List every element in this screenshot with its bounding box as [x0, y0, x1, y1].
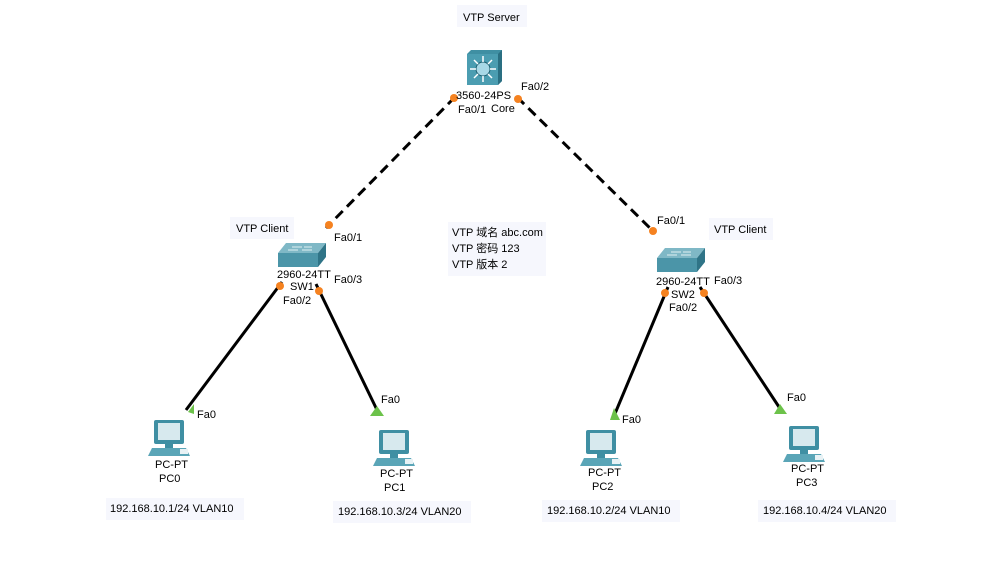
device-pc2[interactable]: PC-PT PC2 — [580, 430, 622, 493]
ip-note: 192.168.10.1/24 VLAN10 — [110, 503, 234, 515]
vtp-info-line: VTP 密码 123 — [452, 241, 520, 255]
device-name: PC2 — [592, 481, 613, 493]
port-markers — [188, 94, 787, 420]
device-model: 3560-24PS — [456, 90, 511, 102]
device-model: PC-PT — [588, 467, 621, 479]
port-label: Fa0/3 — [334, 274, 362, 286]
port-up-icon — [610, 408, 620, 420]
links — [184, 95, 783, 417]
device-core[interactable]: Core 3560-24PS — [456, 50, 515, 115]
vtp-info-line: VTP 域名 abc.com — [452, 225, 543, 239]
vtp-client-note-right: VTP Client — [714, 224, 766, 236]
port-label: Fa0/3 — [714, 275, 742, 287]
port-label: Fa0/1 — [458, 104, 486, 116]
link-core-sw1[interactable] — [324, 95, 457, 230]
port-status-icon — [276, 282, 284, 290]
vtp-client-note-left: VTP Client — [236, 223, 288, 235]
port-label: Fa0/1 — [334, 232, 362, 244]
port-label: Fa0 — [197, 409, 216, 421]
device-name: PC1 — [384, 482, 405, 494]
device-name: Core — [491, 103, 515, 115]
port-status-icon — [450, 94, 458, 102]
device-model: 2960-24TT — [656, 276, 710, 288]
device-pc1[interactable]: PC-PT PC1 — [373, 430, 415, 494]
link-sw1-pc1[interactable] — [314, 283, 380, 413]
vtp-server-note: VTP Server — [463, 12, 520, 24]
port-status-icon — [649, 227, 657, 235]
port-up-icon — [370, 406, 384, 416]
port-status-icon — [325, 221, 333, 229]
port-status-icon — [661, 289, 669, 297]
port-label: Fa0 — [787, 392, 806, 404]
device-pc0[interactable]: PC-PT PC0 — [148, 420, 190, 485]
switch-icon — [656, 247, 706, 273]
link-core-sw2[interactable] — [515, 95, 656, 234]
ip-note: 192.168.10.4/24 VLAN20 — [763, 505, 887, 517]
device-sw2[interactable]: SW2 2960-24TT — [656, 247, 710, 301]
pc-icon — [783, 426, 825, 462]
device-name: SW1 — [290, 281, 314, 293]
port-up-icon — [188, 404, 194, 414]
port-label: Fa0 — [381, 394, 400, 406]
link-sw2-pc3[interactable] — [698, 286, 783, 411]
device-model: 2960-24TT — [277, 269, 331, 281]
multilayer-switch-icon — [467, 50, 502, 85]
port-label: Fa0/2 — [521, 81, 549, 93]
pc-icon — [580, 430, 622, 466]
ip-note: 192.168.10.3/24 VLAN20 — [338, 506, 462, 518]
device-model: PC-PT — [380, 468, 413, 480]
pc-icon — [373, 430, 415, 466]
port-label: Fa0/2 — [283, 295, 311, 307]
port-status-icon — [315, 287, 323, 295]
port-label: Fa0/2 — [669, 302, 697, 314]
device-sw1[interactable]: SW1 2960-24TT — [277, 242, 331, 293]
vtp-info-line: VTP 版本 2 — [452, 257, 507, 271]
link-sw2-pc2[interactable] — [612, 286, 670, 417]
ip-note: 192.168.10.2/24 VLAN10 — [547, 505, 671, 517]
link-sw1-pc0[interactable] — [184, 281, 284, 411]
pc-icon — [148, 420, 190, 456]
device-model: PC-PT — [791, 463, 824, 475]
port-label: Fa0 — [622, 414, 641, 426]
device-name: PC3 — [796, 477, 817, 489]
device-model: PC-PT — [155, 459, 188, 471]
port-up-icon — [774, 404, 787, 414]
device-name: SW2 — [671, 289, 695, 301]
port-status-icon — [514, 95, 522, 103]
device-pc3[interactable]: PC-PT PC3 — [783, 426, 825, 489]
port-status-icon — [700, 289, 708, 297]
device-name: PC0 — [159, 473, 180, 485]
port-label: Fa0/1 — [657, 215, 685, 227]
switch-icon — [277, 242, 327, 268]
